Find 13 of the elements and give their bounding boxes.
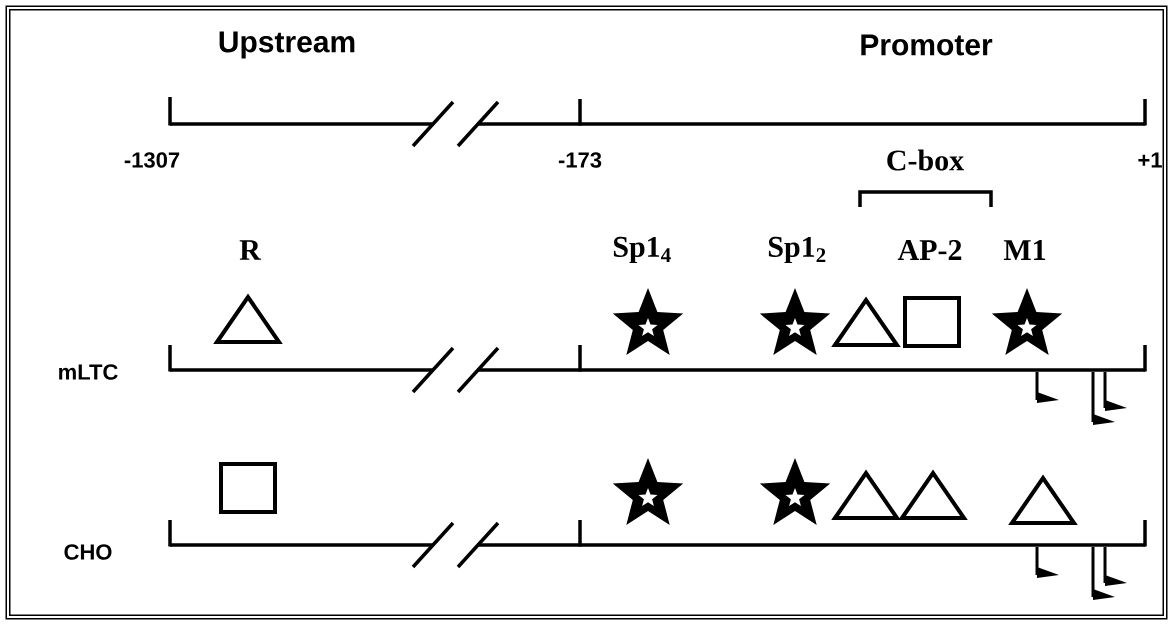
region-label: C-box bbox=[887, 149, 964, 171]
cell-line-label: CHO bbox=[64, 544, 112, 560]
element-label: M1 bbox=[1003, 240, 1046, 260]
cell-line-label: mLTC bbox=[59, 364, 118, 380]
position-label: -1307 bbox=[124, 152, 180, 168]
element-label: Sp1$_{4}$ bbox=[613, 236, 671, 264]
heading: Promoter bbox=[861, 34, 993, 56]
element-label: Sp1$_{2}$ bbox=[768, 236, 826, 264]
heading: Upstream bbox=[219, 31, 355, 59]
position-label: -173 bbox=[558, 152, 602, 168]
element-label: AP-2 bbox=[897, 240, 962, 260]
position-label: +1 bbox=[1138, 152, 1162, 168]
element-label: R bbox=[239, 240, 262, 260]
